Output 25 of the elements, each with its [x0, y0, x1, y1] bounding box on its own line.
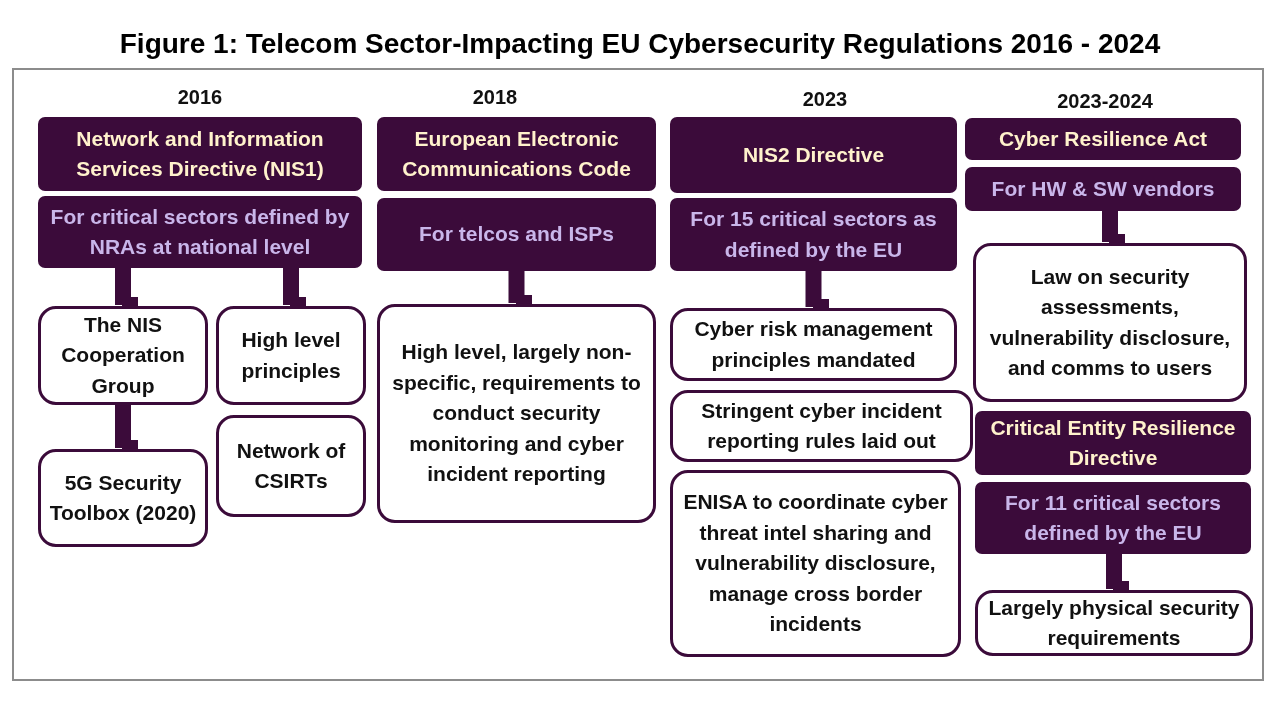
requirement-box: Cyber risk management principles mandated — [670, 308, 957, 381]
regulation-title-box: NIS2 Directive — [670, 117, 957, 193]
requirement-box: Stringent cyber incident reporting rules laid out — [670, 390, 973, 462]
requirement-box: High level principles — [216, 306, 366, 405]
requirement-box: Network of CSIRTs — [216, 415, 366, 517]
requirement-box: The NIS Cooperation Group — [38, 306, 208, 405]
requirement-box: ENISA to coordinate cyber threat intel sharing and vulnerability disclosure, manage cross border incidents — [670, 470, 961, 657]
scope-box: For critical sectors defined by NRAs at national level — [38, 196, 362, 268]
regulation-title-box: Cyber Resilience Act — [965, 118, 1241, 160]
figure-title: Figure 1: Telecom Sector-Impacting EU Cybersecurity Regulations 2016 - 2024 — [118, 28, 1162, 60]
scope-box: For 11 critical sectors defined by the EU — [975, 482, 1251, 554]
regulation-title-box: Critical Entity Resilience Directive — [975, 411, 1251, 475]
year-label: 2023-2024 — [1056, 90, 1154, 113]
requirement-box: Law on security assessments, vulnerability disclosure, and comms to users — [973, 243, 1247, 402]
regulation-title-box: Network and Information Services Directive (NIS1) — [38, 117, 362, 191]
year-label: 2023 — [801, 88, 849, 111]
scope-box: For HW & SW vendors — [965, 167, 1241, 211]
requirement-box: High level, largely non-specific, requirements to conduct security monitoring and cyber incident reporting — [377, 304, 656, 523]
year-label: 2018 — [471, 86, 519, 109]
requirement-box: 5G Security Toolbox (2020) — [38, 449, 208, 547]
regulation-title-box: European Electronic Communications Code — [377, 117, 656, 191]
scope-box: For telcos and ISPs — [377, 198, 656, 271]
scope-box: For 15 critical sectors as defined by the EU — [670, 198, 957, 271]
year-label: 2016 — [176, 86, 224, 109]
requirement-box: Largely physical security requirements — [975, 590, 1253, 656]
